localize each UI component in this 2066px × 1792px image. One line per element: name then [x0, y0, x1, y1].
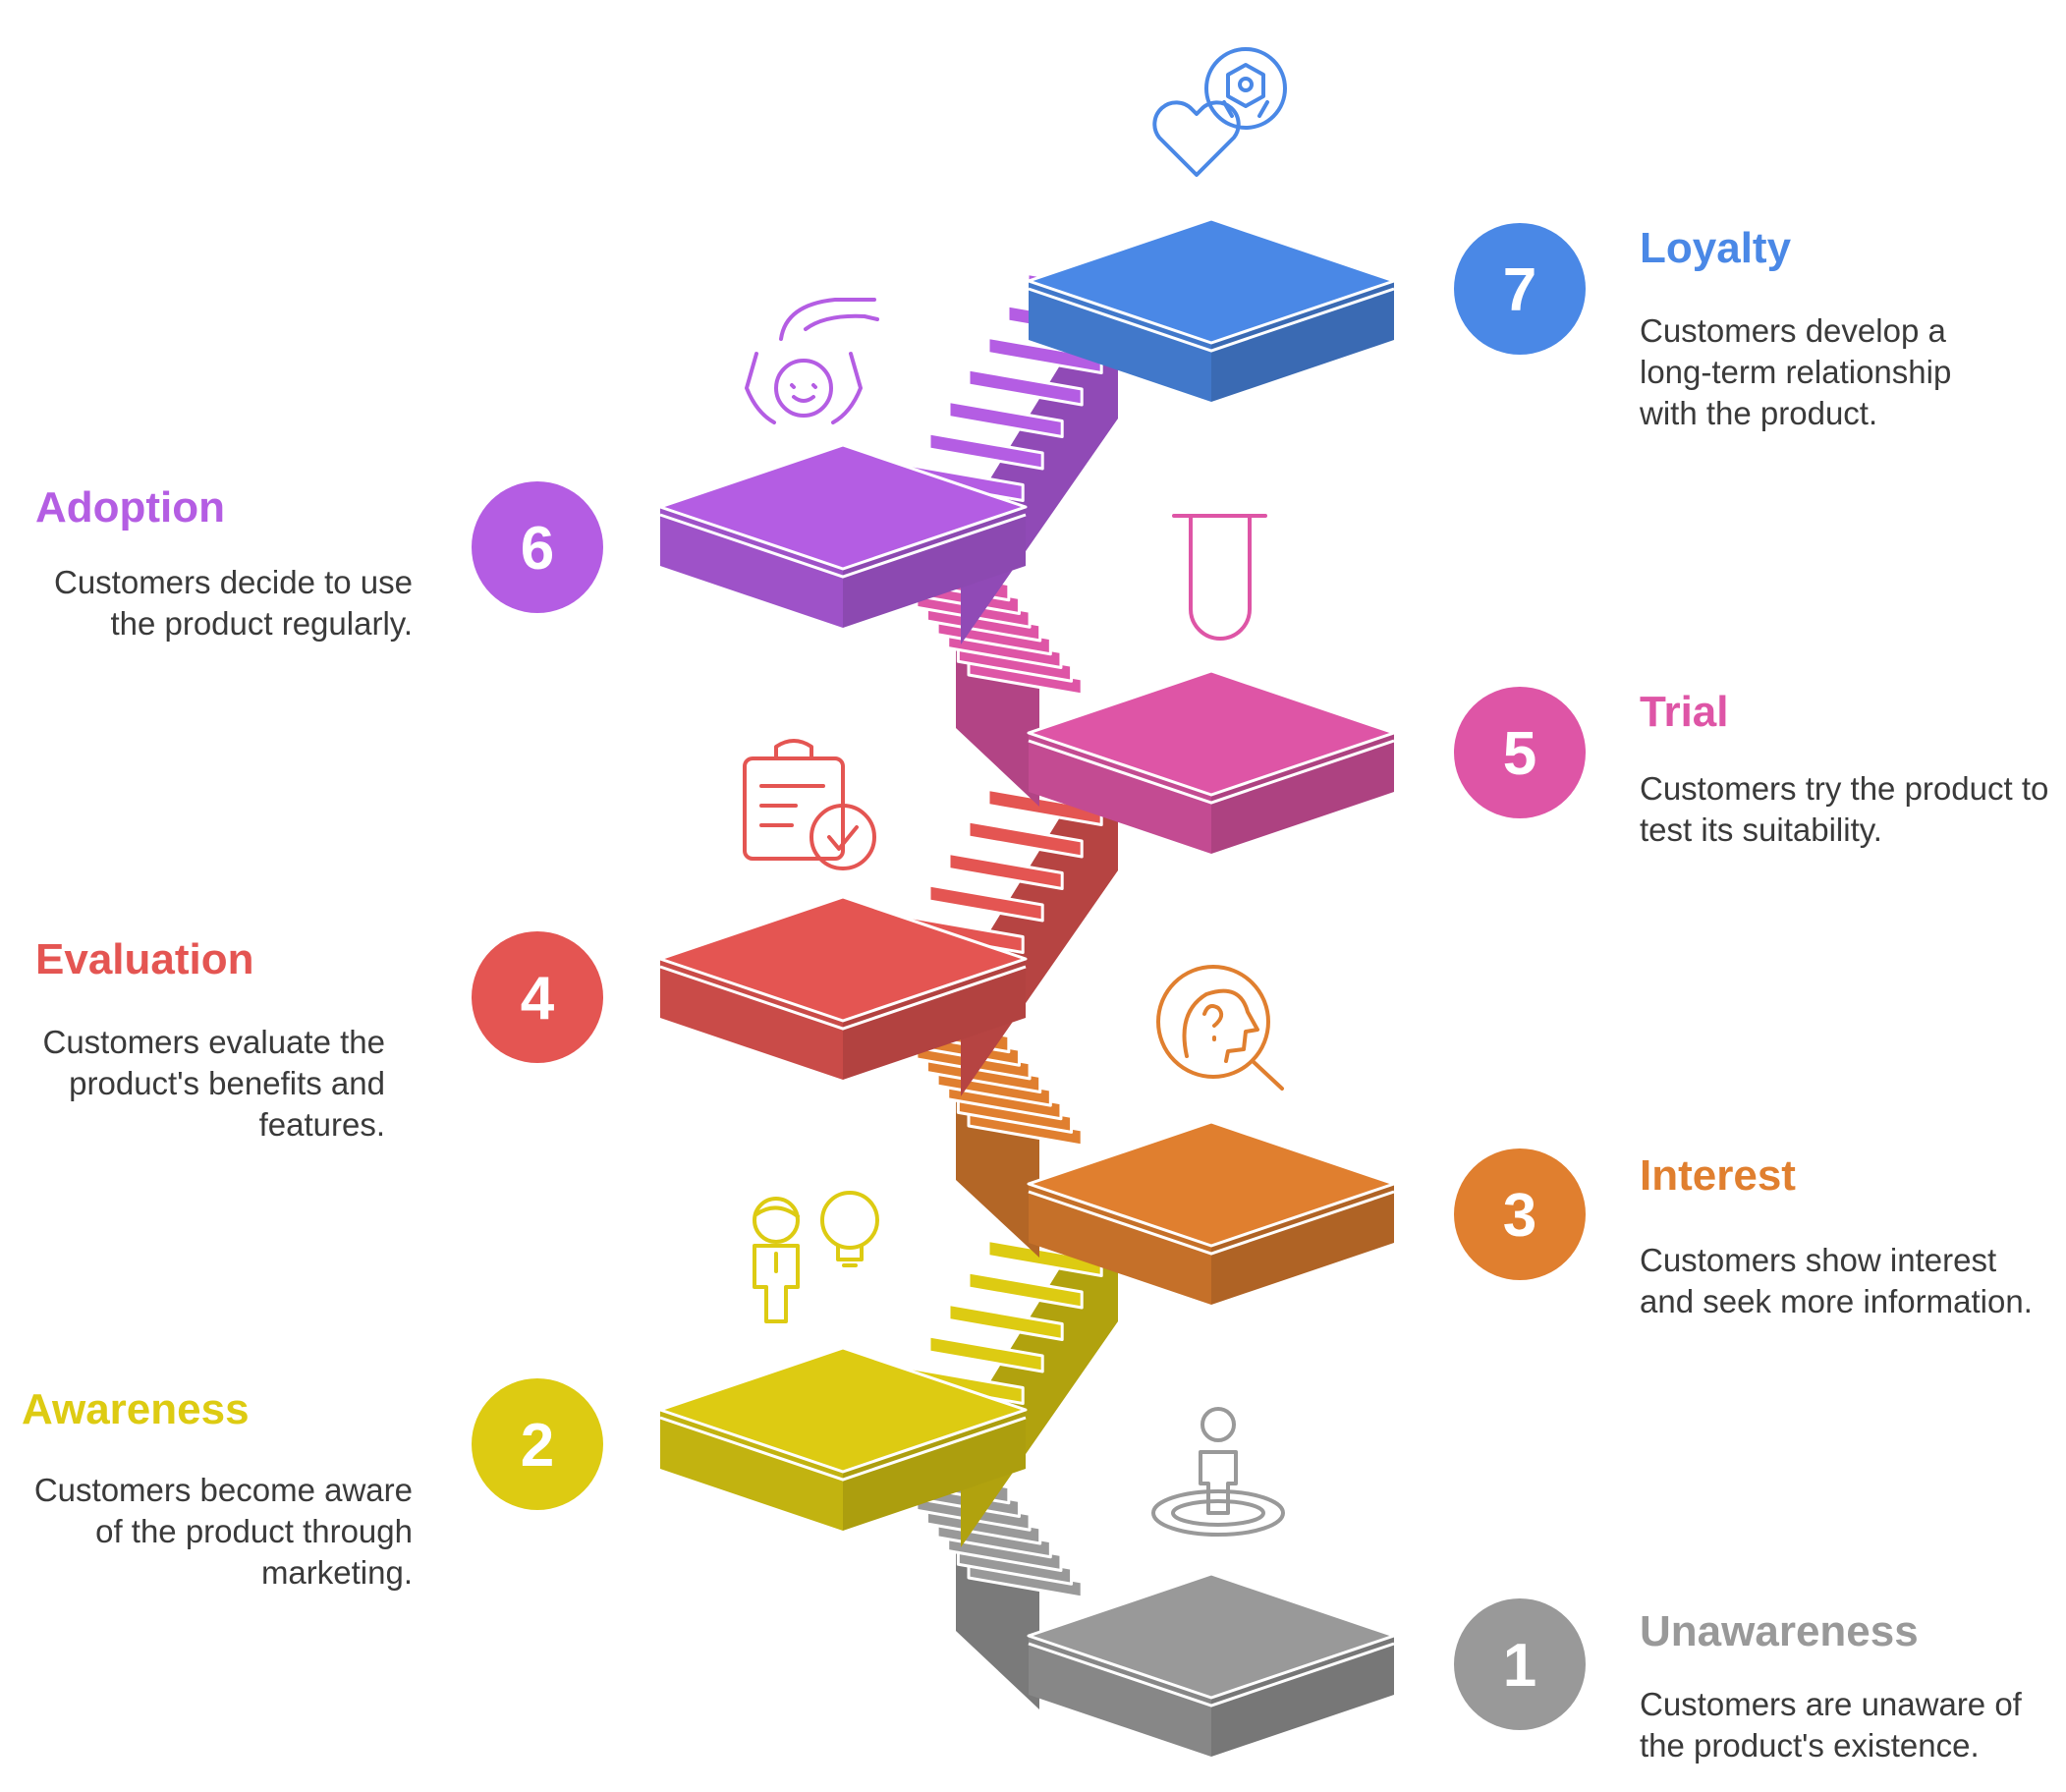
test-tube-icon	[1172, 514, 1267, 641]
stage-4-description: Customers evaluate the product's benefit…	[42, 1024, 385, 1143]
stage-7-number: 7	[1503, 256, 1536, 324]
stage-6-number: 6	[521, 515, 554, 583]
stage-5-title: Trial	[1640, 688, 1729, 736]
stage-2-number: 2	[521, 1412, 554, 1480]
stage-7-description: Customers develop a long-term relationsh…	[1640, 312, 1952, 431]
platform-stage-6	[658, 443, 1028, 628]
stage-1-badge: 1	[1454, 1598, 1586, 1730]
stage-6-description: Customers decide to use the product regu…	[53, 564, 413, 642]
person-lightbulb-icon	[753, 1191, 879, 1323]
clipboard-check-icon	[743, 739, 876, 870]
platform-stage-3	[1027, 1120, 1396, 1305]
platform-stage-2	[658, 1346, 1028, 1531]
stage-2-title: Awareness	[22, 1385, 250, 1433]
stage-3-number: 3	[1503, 1182, 1536, 1250]
person-in-circle-icon	[1151, 1407, 1285, 1537]
head-question-magnifier-icon	[1156, 965, 1284, 1091]
stage-3-badge: 3	[1454, 1148, 1586, 1280]
hand-over-person-icon	[745, 298, 879, 424]
platform-stage-4	[658, 895, 1028, 1080]
heart-badge-icon	[1152, 47, 1287, 177]
stage-6-title: Adoption	[35, 483, 226, 532]
stage-2-description: Customers become aware of the product th…	[33, 1472, 413, 1591]
stage-1-number: 1	[1503, 1632, 1536, 1700]
stage-3-title: Interest	[1640, 1151, 1796, 1200]
stage-2-badge: 2	[472, 1378, 603, 1510]
platform-stage-1	[1027, 1572, 1396, 1757]
stage-4-title: Evaluation	[35, 935, 254, 983]
stage-6-badge: 6	[472, 481, 603, 613]
stage-3-description: Customers show interest and seek more in…	[1640, 1242, 2033, 1319]
stage-7-title: Loyalty	[1640, 224, 1792, 272]
stage-7-badge: 7	[1454, 223, 1586, 355]
stage-5-description: Customers try the product to test its su…	[1640, 770, 2049, 848]
platform-stage-5	[1027, 669, 1396, 854]
stage-1-description: Customers are unaware of the product's e…	[1640, 1686, 2022, 1764]
platform-stage-7	[1027, 217, 1396, 402]
stage-1-title: Unawareness	[1640, 1607, 1919, 1655]
stage-5-badge: 5	[1454, 687, 1586, 818]
stage-4-number: 4	[521, 965, 555, 1033]
stage-4-badge: 4	[472, 931, 603, 1063]
stage-5-number: 5	[1503, 720, 1536, 788]
